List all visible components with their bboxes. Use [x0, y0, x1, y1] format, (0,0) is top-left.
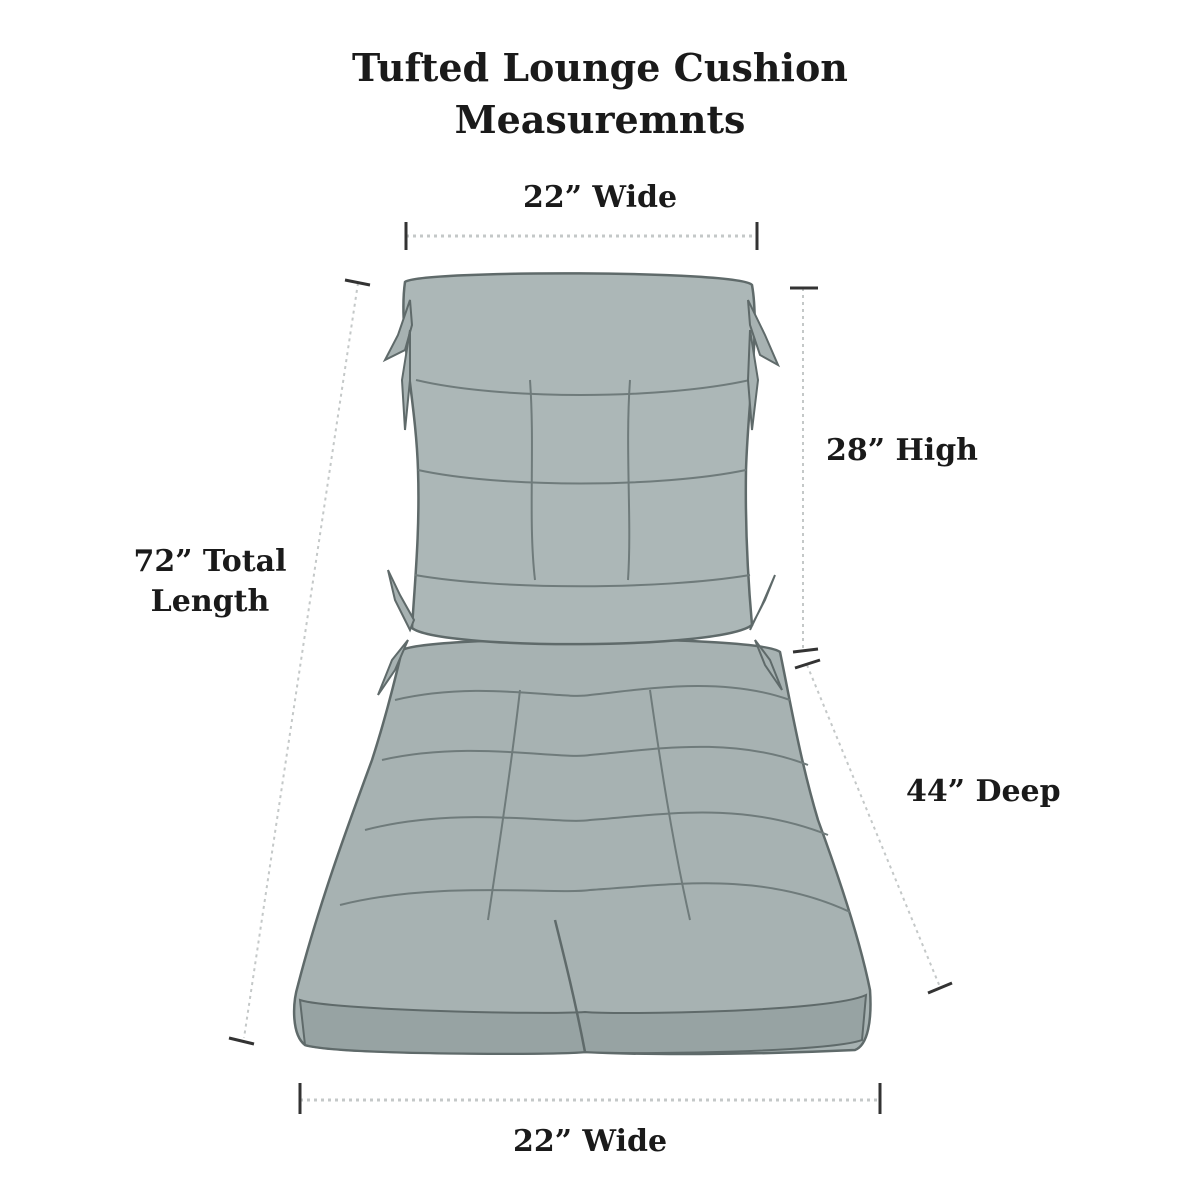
total-length-guide — [228, 278, 371, 1046]
back-height-label: 28” High — [826, 433, 978, 468]
diagram-title: Tufted Lounge Cushion Measuremnts — [0, 42, 1200, 146]
seat-depth-guide — [794, 658, 953, 995]
tie-top-right — [746, 299, 781, 431]
seat-depth-label: 44” Deep — [906, 774, 1061, 809]
title-line-2: Measuremnts — [454, 97, 746, 142]
total-length-label-line-1: 72” Total — [133, 544, 287, 579]
back-height-guide — [790, 286, 819, 654]
back-cushion — [402, 272, 756, 646]
title-line-1: Tufted Lounge Cushion — [352, 45, 848, 90]
top-width-guide — [404, 222, 759, 250]
top-width-label: 22” Wide — [522, 180, 678, 215]
bottom-width-guide — [298, 1083, 882, 1114]
total-length-label-line-2: Length — [150, 584, 270, 619]
total-length-label: 72” Total Length — [110, 542, 310, 622]
tie-top-left — [382, 299, 414, 431]
bottom-width-label: 22” Wide — [512, 1124, 668, 1159]
tie-mid-right — [749, 574, 783, 691]
tie-mid-left — [377, 569, 416, 696]
seat-cushion — [292, 637, 872, 1056]
